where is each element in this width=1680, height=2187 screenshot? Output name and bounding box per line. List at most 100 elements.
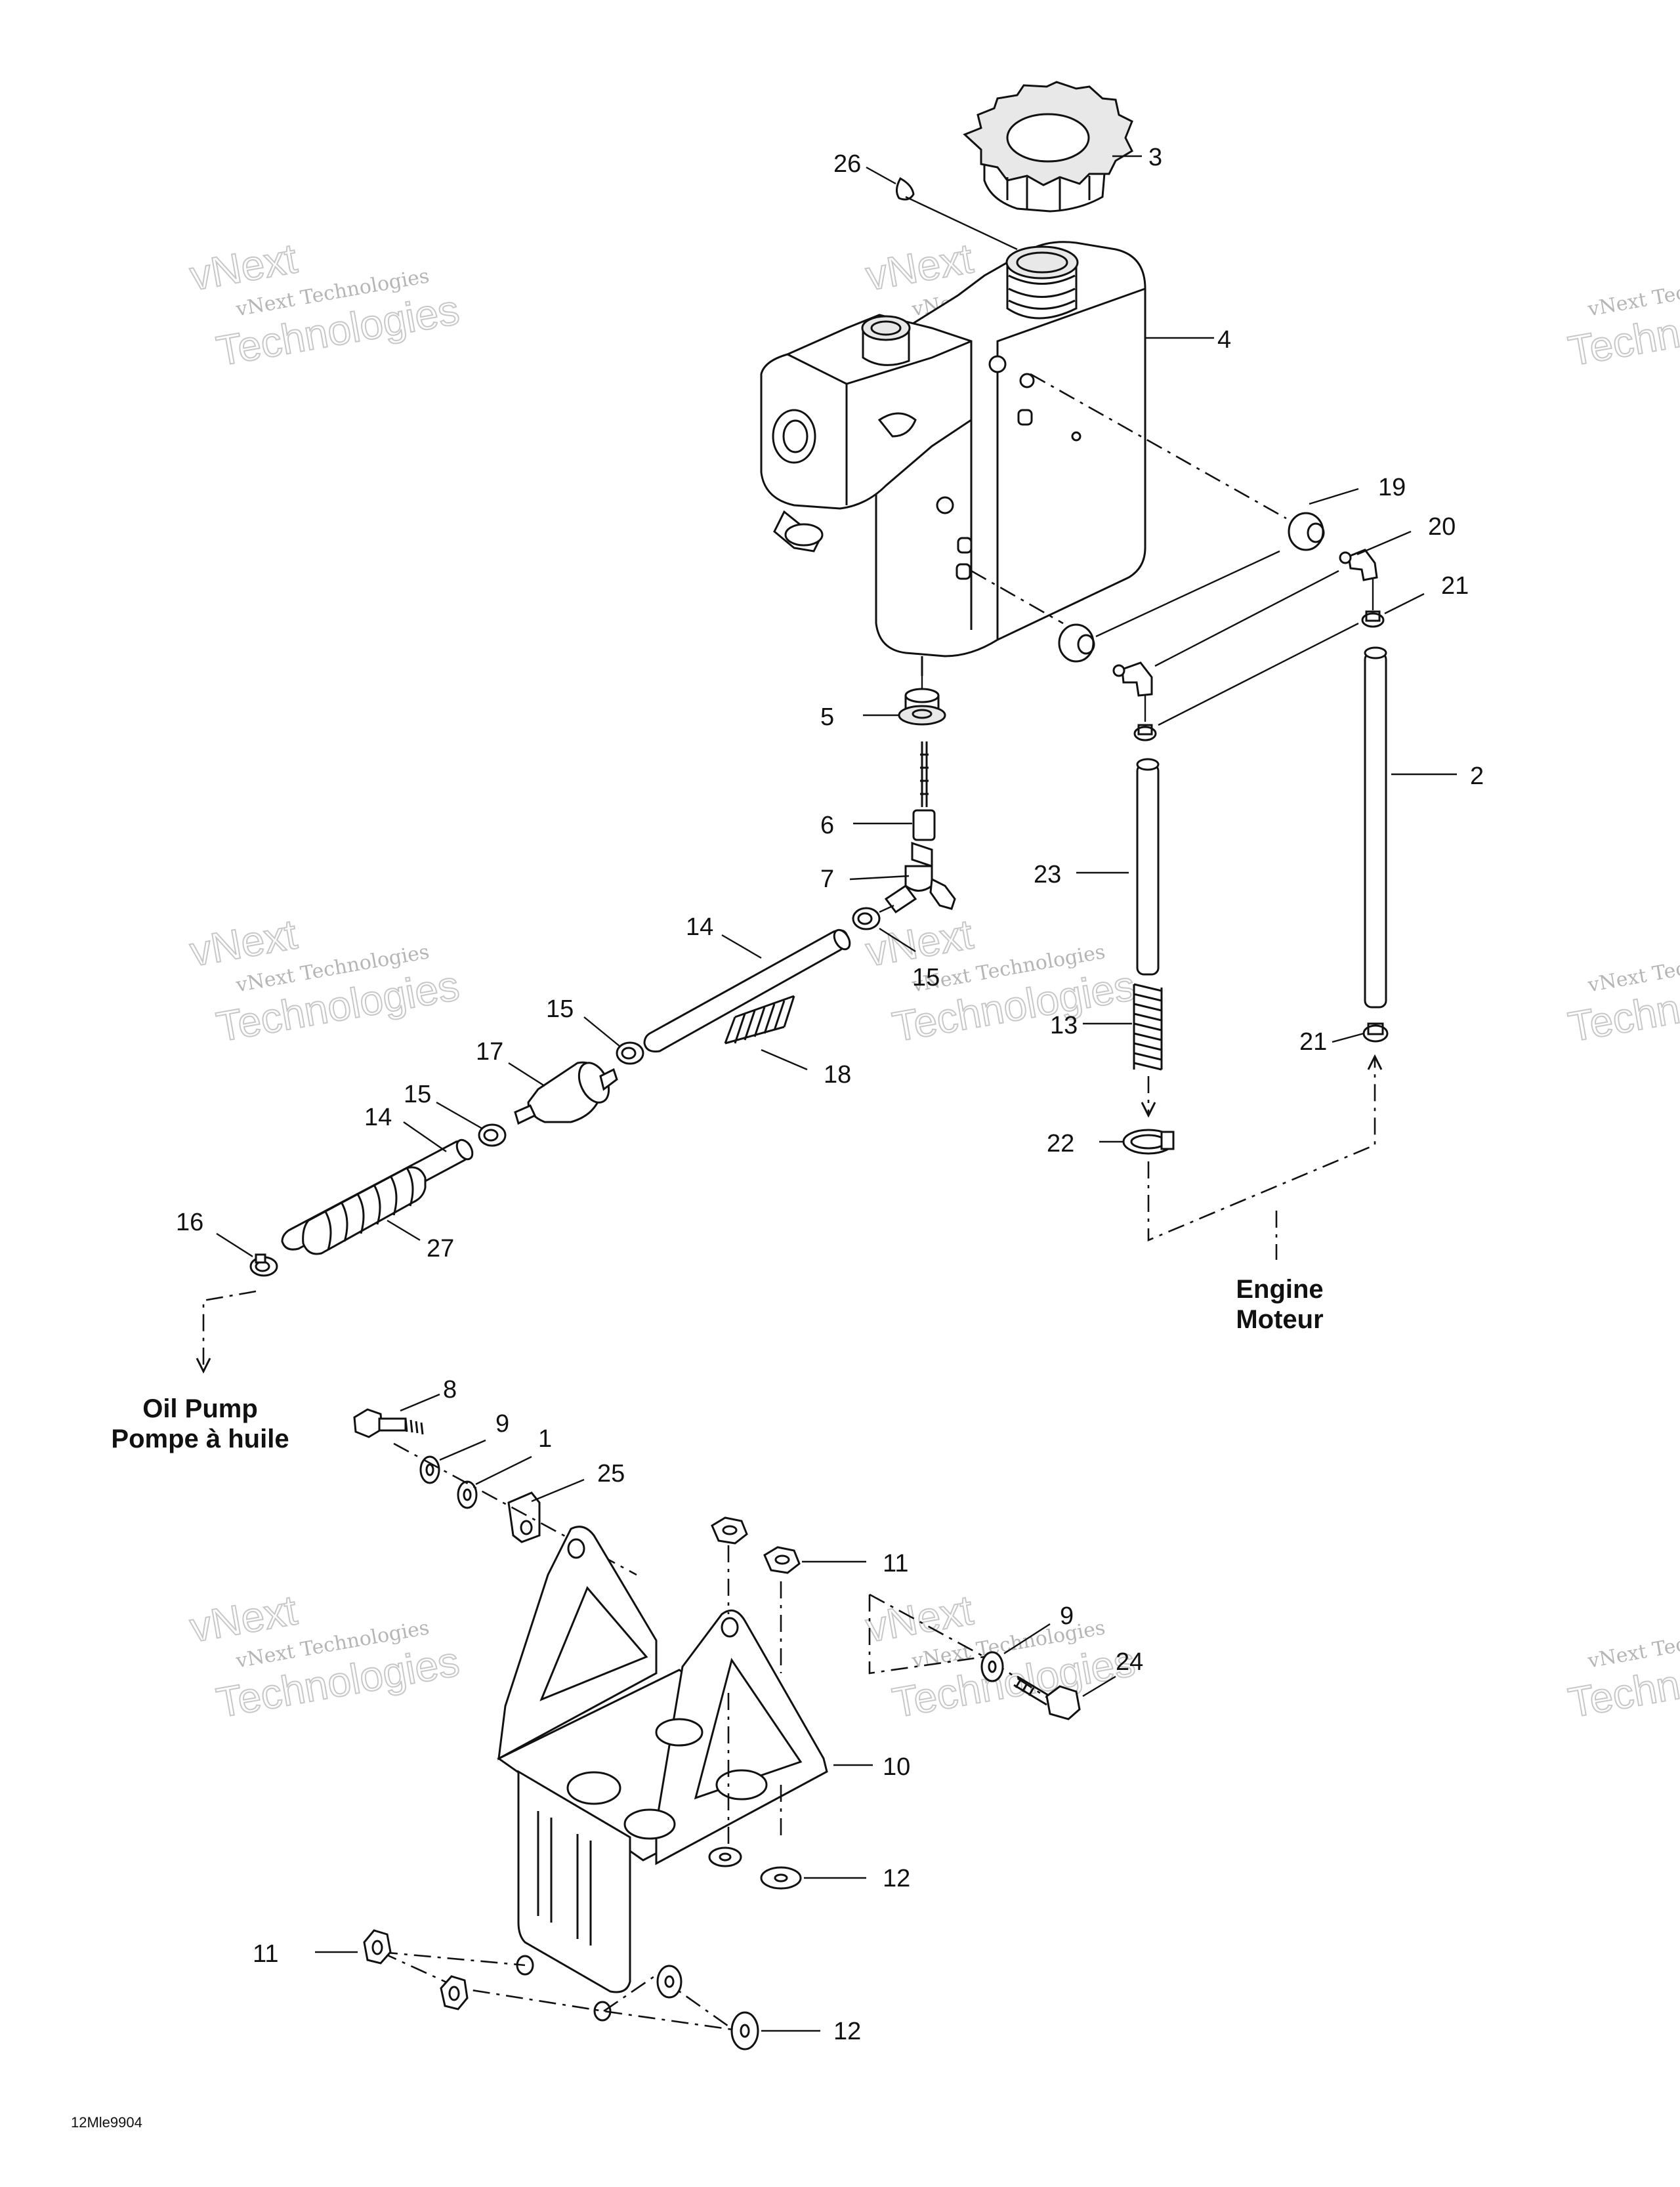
- spring-18: [724, 995, 795, 1045]
- hose-2: [1364, 646, 1387, 1009]
- fuel-filter-17: [514, 1061, 618, 1125]
- callout-26: 26: [833, 150, 861, 178]
- washer-1: [457, 1480, 478, 1509]
- callout-11-top: 11: [883, 1550, 908, 1577]
- clamp-21-bottom: [1362, 1022, 1389, 1043]
- callout-8: 8: [443, 1376, 457, 1404]
- callout-17: 17: [476, 1038, 503, 1066]
- callout-21-bottom: 21: [1299, 1028, 1327, 1056]
- elbow-20-lower: [1112, 661, 1153, 697]
- bolt-8: [353, 1408, 424, 1438]
- destination-engine: Engine Moteur: [1236, 1275, 1323, 1334]
- bracket-axis-line: [380, 1951, 526, 1967]
- callout-7: 7: [820, 865, 834, 893]
- arrow-head: [1367, 1054, 1383, 1070]
- clamp-21-upper: [1361, 610, 1385, 628]
- callout-13: 13: [1050, 1012, 1078, 1039]
- callout-1: 1: [538, 1425, 552, 1453]
- callout-19: 19: [1378, 474, 1406, 501]
- callout-10: 10: [883, 1753, 910, 1781]
- washer-9-right: [980, 1651, 1004, 1682]
- callout-4: 4: [1217, 326, 1231, 354]
- washer-9-left: [419, 1455, 440, 1484]
- callout-12-mid: 12: [883, 1865, 910, 1892]
- callout-23: 23: [1034, 861, 1061, 888]
- moteur-label: Moteur: [1236, 1305, 1323, 1334]
- bolt-24: [1013, 1675, 1081, 1720]
- oil-pump-label: Oil Pump: [142, 1394, 258, 1423]
- shutoff-valve-7: [884, 841, 956, 914]
- clamp-15-left: [478, 1123, 507, 1147]
- callout-25: 25: [597, 1460, 625, 1488]
- callout-21-upper: 21: [1441, 572, 1469, 600]
- hose-23: [1136, 758, 1160, 976]
- callout-14-upper: 14: [686, 913, 713, 941]
- callout-9-left: 9: [495, 1410, 509, 1438]
- nut-11-top-left: [711, 1516, 748, 1545]
- filler-cap: [963, 81, 1133, 213]
- oil-pump-route-line: [202, 1290, 257, 1371]
- callout-6: 6: [820, 812, 834, 839]
- callout-5: 5: [820, 703, 834, 731]
- connector-line: [1154, 570, 1339, 667]
- drawing-code: 12Mle9904: [71, 2114, 142, 2131]
- clamp-21-left: [1133, 724, 1157, 741]
- callout-22: 22: [1047, 1130, 1074, 1157]
- washer-12-mid-right: [760, 1866, 802, 1890]
- grommet-19-lower: [1058, 623, 1095, 663]
- pickup-tube-6: [912, 741, 936, 841]
- connector-line: [1158, 622, 1359, 726]
- pompe-a-huile-label: Pompe à huile: [111, 1425, 289, 1453]
- clamp-15-middle: [616, 1041, 644, 1065]
- callout-2: 2: [1470, 762, 1484, 790]
- bracket-10: [497, 1526, 828, 2022]
- callout-24: 24: [1116, 1648, 1143, 1676]
- watermark: vNext vNext Technologies Technologies: [862, 1585, 1139, 1727]
- callout-9-right: 9: [1060, 1602, 1074, 1630]
- spring-13: [1133, 983, 1163, 1071]
- watermark: vNext vNext Technologies Technologies: [186, 1585, 463, 1727]
- callout-20: 20: [1428, 513, 1456, 541]
- callout-15-middle: 15: [546, 995, 574, 1023]
- clamp-15-right: [852, 907, 881, 930]
- callout-15-left: 15: [404, 1081, 431, 1108]
- watermark: vNext vNext Technologies Technologies: [186, 909, 463, 1051]
- clamp-22: [1122, 1129, 1175, 1155]
- engine-route-line: [1147, 1056, 1376, 1241]
- clip-25: [507, 1491, 541, 1543]
- bracket-axis-line: [869, 1593, 985, 1658]
- grommet-5: [898, 688, 946, 726]
- clamp-16: [249, 1253, 278, 1277]
- callout-12-bottom: 12: [833, 2018, 861, 2045]
- callout-14-lower: 14: [364, 1104, 392, 1131]
- washer-12-mid-left: [708, 1846, 742, 1867]
- callout-labels: 3 26 4 19 20 21 2 5 6 7 23 13 22 21 14 1…: [176, 144, 1484, 2045]
- engine-label: Engine: [1236, 1275, 1323, 1304]
- part-26-valve: [896, 177, 915, 201]
- protector-27: [302, 1166, 427, 1255]
- hose-14-upper: [643, 928, 851, 1052]
- washer-12-bottom-right: [730, 2011, 759, 2051]
- bracket-axis-line: [380, 1951, 742, 2032]
- washer-12-bottom-left: [656, 1965, 682, 1999]
- callout-11-bottom: 11: [253, 1940, 278, 1968]
- callout-3: 3: [1148, 144, 1162, 171]
- bracket-axis-line: [868, 1594, 1051, 1701]
- watermark: vNext vNext Technologies Technologies: [862, 909, 1139, 1051]
- oil-tank: [760, 241, 1146, 676]
- nut-11-bottom-right: [440, 1975, 469, 2010]
- connector-line: [1095, 550, 1280, 638]
- nut-11-bottom-left: [363, 1929, 392, 1965]
- connector-line: [879, 904, 894, 913]
- watermark: vNext Technologies Technologies: [1564, 1616, 1680, 1727]
- reference-line-19: [1030, 373, 1287, 520]
- bolt-axis-line: [393, 1442, 637, 1576]
- destination-oil-pump: Oil Pump Pompe à huile: [111, 1394, 289, 1453]
- elbow-20-upper: [1339, 549, 1378, 581]
- arrow-head: [1141, 1102, 1156, 1118]
- watermark: vNext Technologies Technologies: [1564, 940, 1680, 1051]
- nut-11-top-right: [763, 1546, 801, 1574]
- leader-lines: [216, 155, 1457, 2032]
